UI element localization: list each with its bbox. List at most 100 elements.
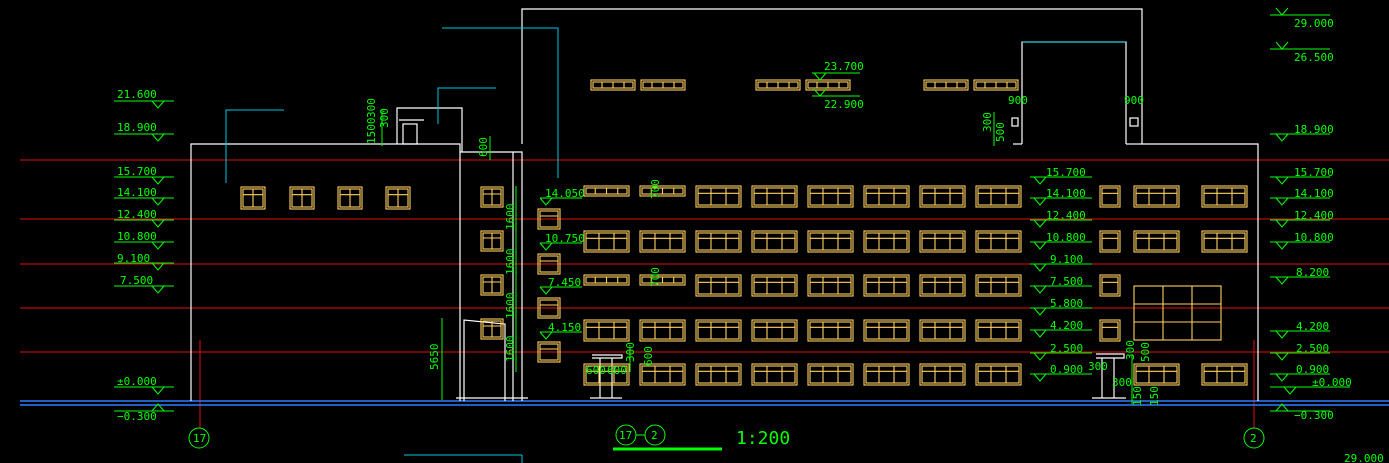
dim-label: 300: [624, 342, 637, 362]
axis-circle: [188, 427, 210, 449]
level-label: −0.300: [1294, 409, 1334, 422]
level-label: 15.700: [117, 165, 157, 178]
window: [289, 186, 315, 210]
level-marker: 21.600: [114, 88, 174, 109]
window: [919, 274, 966, 297]
window: [1133, 363, 1180, 386]
window: [639, 319, 686, 342]
level-label: 5.800: [1050, 297, 1083, 310]
parapet-notch-left: [1011, 117, 1019, 127]
window: [863, 230, 910, 253]
window: [919, 185, 966, 208]
level-marker: 26.500: [1270, 41, 1334, 64]
window: [919, 319, 966, 342]
dim-label: 300: [365, 98, 378, 118]
level-marker: 15.700: [1270, 166, 1334, 185]
window: [1099, 274, 1121, 297]
window: [639, 274, 686, 286]
level-marker: 2.500: [1030, 342, 1092, 361]
parapet-notch-right: [1129, 117, 1139, 127]
window: [639, 363, 686, 386]
window: [695, 363, 742, 386]
window: [807, 363, 854, 386]
level-label: 2.500: [1050, 342, 1083, 355]
dim-label: 600: [586, 364, 606, 377]
window: [385, 186, 411, 210]
level-label: 4.150: [548, 321, 581, 334]
dim-label: 300: [1124, 340, 1137, 360]
level-marker: 4.200: [1030, 319, 1092, 338]
ground-line: [20, 400, 1389, 406]
level-marker: 5.800: [1030, 297, 1092, 316]
dim-label: 1600: [504, 293, 517, 320]
window: [863, 319, 910, 342]
window: [240, 186, 266, 210]
window: [1099, 230, 1121, 253]
dim-label: 300: [981, 112, 994, 132]
level-label: 18.900: [117, 121, 157, 134]
level-marker: 18.900: [114, 121, 174, 142]
window: [537, 341, 561, 363]
level-label: 4.200: [1296, 320, 1329, 333]
window: [1099, 319, 1121, 342]
dimension-chains: 1500 300 300 600 1600 1600 1600 1600 565…: [365, 94, 1161, 406]
window: [639, 185, 686, 197]
roof-door: [402, 123, 418, 145]
dim-label: 300: [1088, 360, 1108, 373]
window: [1133, 185, 1180, 208]
window: [480, 274, 504, 296]
dim-label: 150: [1131, 386, 1144, 406]
level-label: 8.200: [1296, 266, 1329, 279]
level-markers-right: 29.000 26.500 18.900 15.700 14.100 12.40…: [1270, 7, 1352, 422]
window: [1201, 363, 1248, 386]
window: [695, 319, 742, 342]
level-label: 14.100: [117, 186, 157, 199]
axis-label: 2: [1250, 432, 1257, 445]
building-outline: [190, 8, 1259, 401]
window: [695, 185, 742, 208]
level-label: −0.300: [117, 410, 157, 423]
level-label: 14.100: [1046, 187, 1086, 200]
dim-label: 1600: [504, 204, 517, 231]
title-axis-left: 17: [619, 429, 632, 442]
dim-label: 300: [378, 108, 391, 128]
level-marker: 4.200: [1270, 320, 1330, 339]
window: [583, 185, 630, 197]
leader-line: [437, 87, 496, 124]
right-parapet-tower: [1021, 41, 1127, 144]
level-label: 0.900: [1050, 363, 1083, 376]
window: [973, 79, 1019, 91]
level-label: 23.700: [824, 60, 864, 73]
axis-bubble-left: 17: [188, 427, 210, 449]
window: [919, 363, 966, 386]
window: [975, 363, 1022, 386]
title-axis-right: 2: [651, 429, 658, 442]
window: [480, 186, 504, 208]
window: [975, 319, 1022, 342]
window: [695, 230, 742, 253]
leader-line: [225, 109, 284, 183]
level-label: ±0.000: [1312, 376, 1352, 389]
window: [480, 318, 504, 340]
window: [863, 274, 910, 297]
window: [695, 274, 742, 297]
window: [751, 363, 798, 386]
level-marker: 29.000: [1270, 7, 1334, 30]
axis-circle: [1243, 427, 1265, 449]
roof-stair-house: [396, 107, 463, 152]
level-marker: 14.100: [114, 186, 174, 206]
level-marker: 0.900: [1030, 363, 1092, 382]
title-axis-circle-right: [644, 424, 666, 446]
level-marker: 8.200: [1270, 266, 1330, 285]
window: [640, 79, 686, 91]
level-label: 12.400: [117, 208, 157, 221]
level-label: 12.400: [1294, 209, 1334, 222]
level-label: 9.100: [1050, 253, 1083, 266]
window: [863, 363, 910, 386]
level-label: 26.500: [1294, 51, 1334, 64]
dim-label: 600: [642, 346, 655, 366]
dim-label: 500: [1139, 342, 1152, 362]
level-marker: 4.150: [539, 321, 582, 340]
dim-label: 1600: [504, 336, 517, 363]
dim-label: 900: [1124, 94, 1144, 107]
